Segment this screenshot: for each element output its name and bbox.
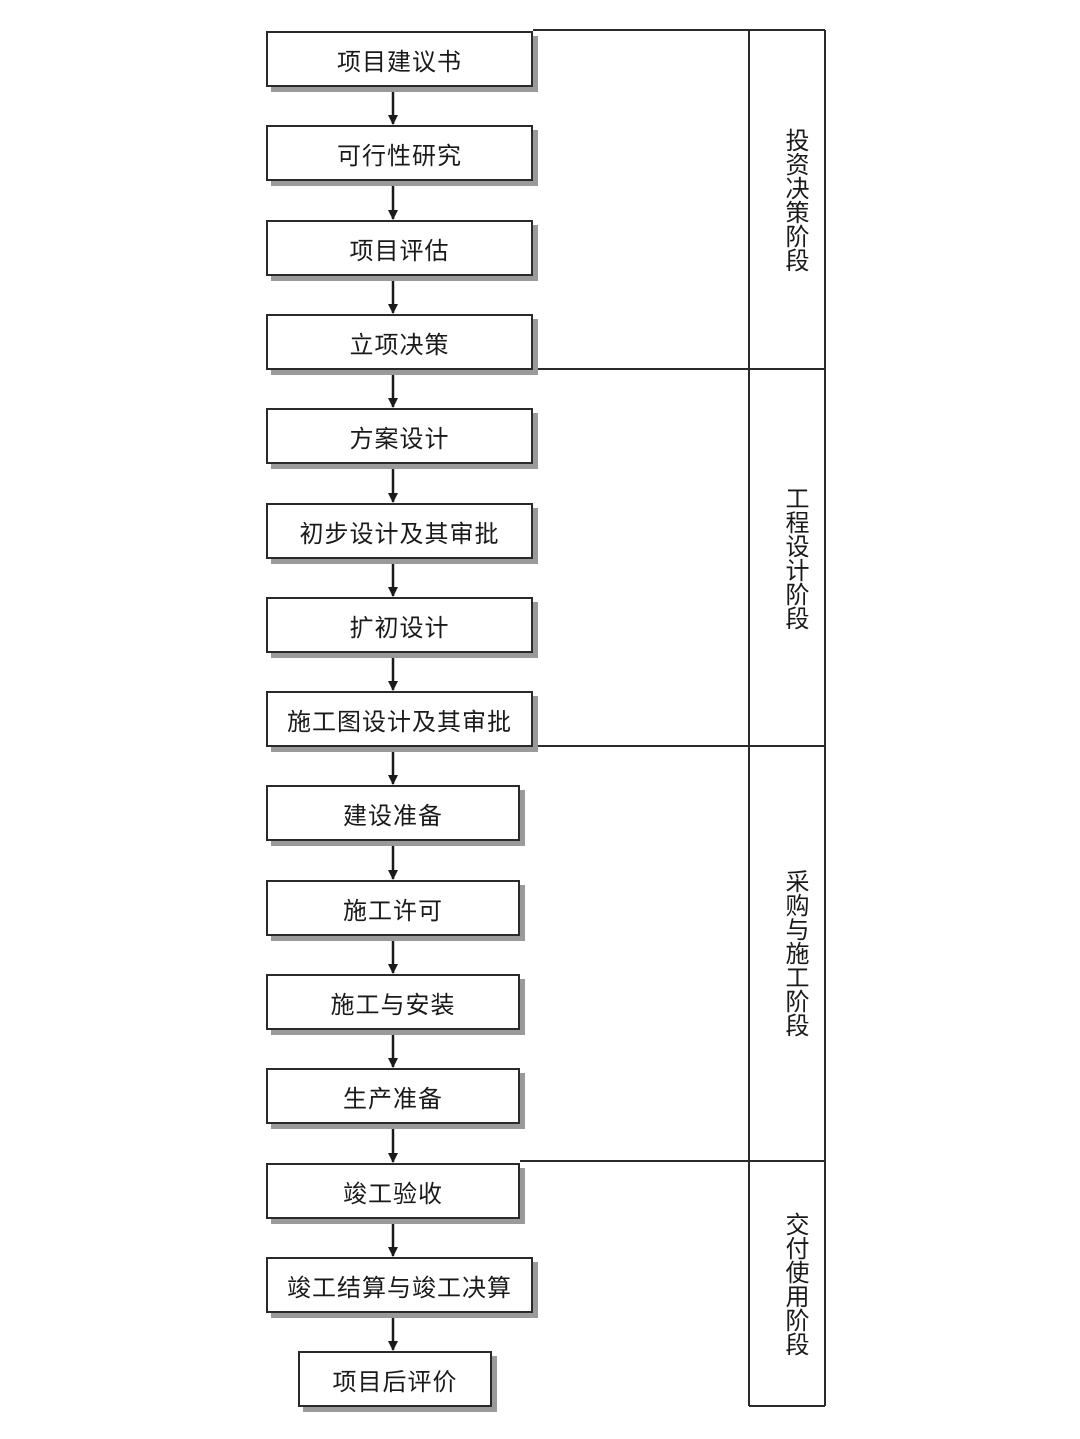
flow-step-box: 竣工结算与竣工决算 [266, 1257, 533, 1313]
flow-step-box: 项目建议书 [266, 31, 533, 87]
stage-label: 采购与施工阶段 [781, 869, 809, 1038]
flow-step-box: 竣工验收 [266, 1163, 520, 1219]
flow-step-box: 立项决策 [266, 314, 533, 370]
flow-step-box: 生产准备 [266, 1068, 520, 1124]
flow-step-box: 施工许可 [266, 880, 520, 936]
stage-label: 工程设计阶段 [781, 485, 809, 630]
flow-step-box: 方案设计 [266, 408, 533, 464]
flow-step-box: 施工与安装 [266, 974, 520, 1030]
stage-label: 投资决策阶段 [781, 127, 809, 272]
flow-step-box: 初步设计及其审批 [266, 503, 533, 559]
flow-step-box: 项目后评价 [298, 1351, 492, 1407]
stage-label: 交付使用阶段 [781, 1211, 809, 1356]
flow-step-box: 施工图设计及其审批 [266, 691, 533, 747]
flow-step-box: 建设准备 [266, 785, 520, 841]
flow-step-box: 扩初设计 [266, 597, 533, 653]
flow-step-box: 可行性研究 [266, 125, 533, 181]
flow-step-box: 项目评估 [266, 220, 533, 276]
